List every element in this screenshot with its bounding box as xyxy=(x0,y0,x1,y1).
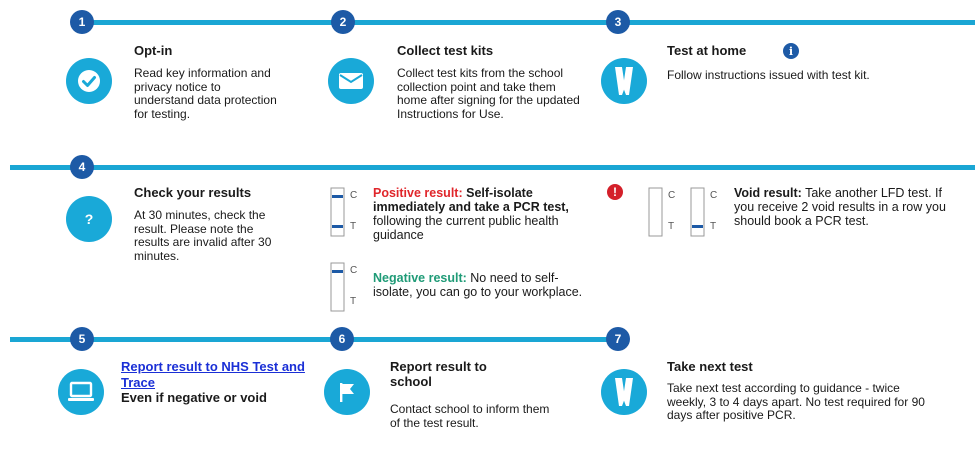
step-3-icon-circle xyxy=(601,58,647,104)
strip-t-label: T xyxy=(668,221,675,232)
step-5-icon-circle xyxy=(58,369,104,415)
positive-result-text: Positive result: Self-isolate immediatel… xyxy=(373,186,595,242)
step-3-body: Follow instructions issued with test kit… xyxy=(667,68,870,82)
step-7-title: Take next test xyxy=(667,359,753,374)
step-number-6: 6 xyxy=(330,327,354,351)
step-6-title: Report result to school xyxy=(390,359,487,389)
positive-result-guidance: following the current public health guid… xyxy=(373,214,559,242)
strip-t-label: T xyxy=(350,221,357,232)
laptop-icon xyxy=(68,381,94,401)
step-number-5: 5 xyxy=(70,327,94,351)
void-test-strip-1: C T xyxy=(648,187,678,237)
step-4-body: At 30 minutes, check the result. Please … xyxy=(134,208,272,263)
test-swab-icon xyxy=(615,378,633,406)
step-2-icon-circle xyxy=(328,58,374,104)
step-number-1: 1 xyxy=(70,10,94,34)
step-5-text: Report result to NHS Test and Trace Even… xyxy=(121,359,311,406)
question-mark: ? xyxy=(84,211,94,227)
step-number-3: 3 xyxy=(606,10,630,34)
positive-result-instruction: Self-isolate immediately and take a PCR … xyxy=(373,186,569,214)
negative-result-text: Negative result: No need to self-isolate… xyxy=(373,271,595,299)
timeline-line-row-3 xyxy=(10,337,610,342)
void-result-text: Void result: Take another LFD test. If y… xyxy=(734,186,949,228)
void-result-guidance: Take another LFD test. If you receive 2 … xyxy=(734,186,946,228)
positive-result-label: Positive result: xyxy=(373,186,463,200)
strip-t-label: T xyxy=(350,296,357,307)
envelope-icon xyxy=(339,73,363,89)
void-test-strip-2: C T xyxy=(690,187,720,237)
timeline-line-row-1 xyxy=(75,20,975,25)
alert-icon: ! xyxy=(607,184,623,200)
negative-result-label: Negative result: xyxy=(373,271,467,285)
strip-t-label: T xyxy=(710,221,717,232)
step-4-title: Check your results xyxy=(134,185,252,200)
step-1-title: Opt-in xyxy=(134,43,173,58)
void-result-label: Void result: xyxy=(734,186,802,200)
strip-c-label: C xyxy=(668,190,676,201)
step-7-icon-circle xyxy=(601,369,647,415)
step-number-4: 4 xyxy=(70,155,94,179)
step-7-body: Take next test according to guidance - t… xyxy=(667,381,925,422)
question-icon: ? xyxy=(66,196,112,242)
check-icon xyxy=(78,70,100,92)
flag-icon xyxy=(340,383,354,402)
step-6-icon-circle xyxy=(324,369,370,415)
step-2-body: Collect test kits from the school collec… xyxy=(397,66,580,121)
info-icon[interactable]: i xyxy=(783,43,799,59)
step-1-icon-circle xyxy=(66,58,112,104)
step-number-7: 7 xyxy=(606,327,630,351)
strip-c-label: C xyxy=(710,190,718,201)
step-2-title: Collect test kits xyxy=(397,43,494,58)
positive-test-strip: C T xyxy=(330,187,360,237)
strip-c-label: C xyxy=(350,265,358,276)
step-3-title: Test at home xyxy=(667,43,747,58)
negative-test-strip: C T xyxy=(330,262,360,312)
report-nhs-link[interactable]: Report result to NHS Test and Trace xyxy=(121,359,305,390)
step-5-body: Even if negative or void xyxy=(121,390,267,405)
timeline-line-row-2 xyxy=(10,165,975,170)
step-6-body: Contact school to inform them of the tes… xyxy=(390,403,550,430)
strip-c-label: C xyxy=(350,190,358,201)
step-number-2: 2 xyxy=(331,10,355,34)
step-1-body: Read key information and privacy notice … xyxy=(134,66,277,121)
negative-result-guidance: No need to self-isolate, you can go to y… xyxy=(373,271,583,299)
test-swab-icon xyxy=(615,67,633,95)
